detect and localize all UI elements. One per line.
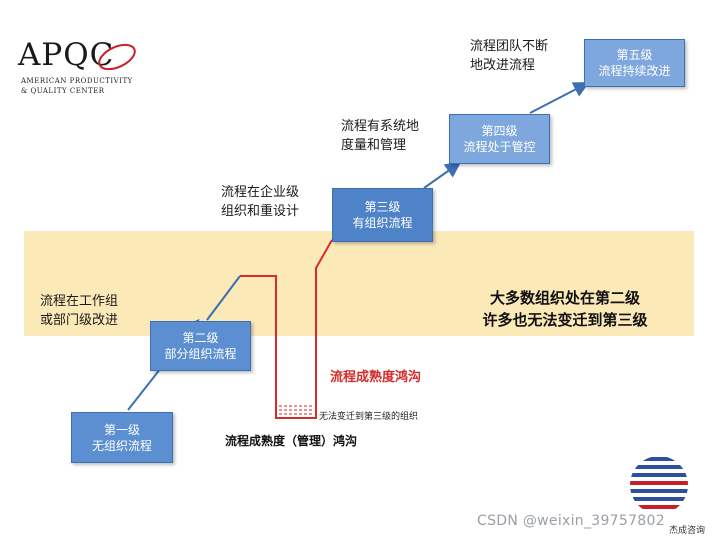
note-level-5-line1: 流程团队不断 — [470, 39, 549, 54]
note-level-1: 流程在工作组 或部门级改进 — [40, 292, 118, 330]
apqc-logo: APQC AMERICAN PRODUCTIVITY & QUALITY CEN… — [18, 37, 158, 97]
note-level-4-line2: 度量和管理 — [341, 138, 407, 153]
level-5-box: 第五级 流程持续改进 — [584, 39, 685, 87]
level-1-name: 第一级 — [103, 422, 140, 437]
note-level-1-line2: 或部门级改进 — [40, 313, 119, 328]
note-level-5-line2: 地改进流程 — [470, 58, 536, 73]
level-2-desc: 部分组织流程 — [164, 347, 237, 361]
level-4-desc: 流程处于管控 — [463, 140, 536, 154]
level-4-name: 第四级 — [481, 124, 518, 138]
summary-text: 大多数组织处在第二级 许多也无法变迁到第三级 — [440, 287, 690, 331]
note-level-1-line1: 流程在工作组 — [40, 294, 119, 309]
level-1-box: 第一级 无组织流程 — [71, 412, 173, 463]
level-2-box: 第二级 部分组织流程 — [150, 321, 251, 371]
logo-swoosh-icon — [98, 43, 136, 71]
chasm-outline — [240, 239, 333, 419]
level-3-desc: 有组织流程 — [352, 216, 413, 230]
arrow-2-chasm — [206, 275, 241, 321]
level-4-box: 第四级 流程处于管控 — [449, 114, 550, 164]
highlight-band — [24, 231, 694, 336]
note-level-4: 流程有系统地 度量和管理 — [341, 117, 419, 155]
level-3-box: 第三级 有组织流程 — [332, 188, 433, 242]
level-3-name: 第三级 — [364, 200, 401, 214]
note-level-3: 流程在企业级 组织和重设计 — [221, 183, 299, 221]
note-level-3-line2: 组织和重设计 — [221, 204, 300, 219]
company-globe-icon — [630, 456, 688, 514]
summary-line2: 许多也无法变迁到第三级 — [482, 311, 648, 329]
logo-wordmark: APQC — [18, 37, 115, 73]
arrow-3-4 — [423, 161, 462, 189]
watermark: CSDN @weixin_39757802 — [477, 513, 665, 529]
chasm-label-red: 流程成熟度鸿沟 — [330, 370, 422, 385]
level-1-desc: 无组织流程 — [91, 438, 152, 453]
logo-subtitle-line2: & QUALITY CENTER — [21, 87, 105, 95]
note-level-4-line1: 流程有系统地 — [341, 119, 420, 134]
level-5-desc: 流程持续改进 — [598, 64, 671, 78]
level-5-name: 第五级 — [616, 48, 653, 62]
summary-line1: 大多数组织处在第二级 — [489, 289, 640, 307]
chasm-stuck-label: 无法变迁到第三级的组织 — [319, 412, 419, 422]
note-level-5: 流程团队不断 地改进流程 — [470, 37, 548, 75]
note-level-3-line1: 流程在企业级 — [221, 185, 300, 200]
chasm-label-bottom: 流程成熟度（管理）鸿沟 — [225, 434, 358, 448]
logo-subtitle-line1: AMERICAN PRODUCTIVITY — [21, 77, 133, 85]
arrow-4-5 — [529, 82, 590, 114]
company-name: 杰成咨询 — [669, 526, 706, 536]
level-2-name: 第二级 — [182, 331, 219, 345]
